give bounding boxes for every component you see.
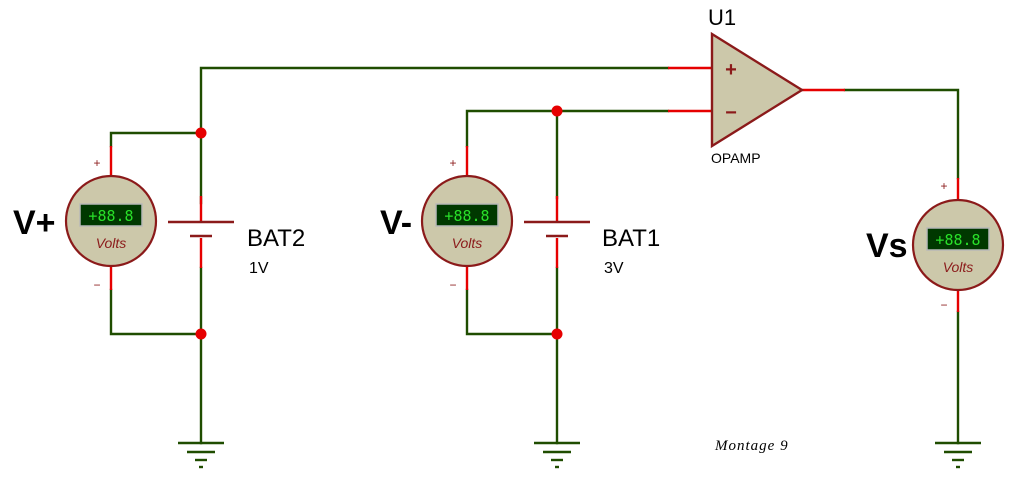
junctions [195, 105, 563, 340]
junction-dot [195, 127, 207, 139]
ground-symbol [534, 441, 580, 469]
ground-symbol [178, 441, 224, 469]
voltmeter-vminus[interactable]: +88.8 Volts + − V- [380, 146, 514, 292]
battery-ref-label: BAT1 [602, 225, 660, 252]
junction-dot [551, 328, 563, 340]
opamp-u1[interactable]: + − U1 OPAMP [668, 5, 845, 166]
voltmeter-reading: +88.8 [935, 231, 980, 249]
voltmeter-unit: Volts [943, 259, 974, 275]
battery-bat1[interactable]: BAT1 3V [524, 196, 660, 277]
opamp-minus-sign: − [725, 102, 737, 124]
wire-vminus-meter-bottom [465, 288, 559, 336]
voltmeter-plus-sign: + [93, 156, 100, 170]
voltmeter-vplus[interactable]: +88.8 Volts + − V+ [13, 146, 158, 292]
opamp-plus-sign: + [725, 59, 737, 81]
voltmeter-unit: Volts [452, 235, 483, 251]
wire-output [843, 88, 960, 180]
junction-dot [551, 105, 563, 117]
montage-caption: Montage 9 [714, 438, 789, 454]
voltmeter-plus-sign: + [449, 156, 456, 170]
wire-to-noninverting-input [199, 66, 670, 135]
wire-to-inverting-input [465, 109, 670, 148]
junction-dot [195, 328, 207, 340]
voltmeter-minus-sign: − [940, 298, 947, 312]
wire-vplus-meter-top [109, 131, 203, 148]
voltmeter-plus-sign: + [940, 179, 947, 193]
battery-ref-label: BAT2 [247, 225, 305, 252]
voltmeter-label: V- [380, 204, 412, 242]
wire-vplus-meter-bottom [109, 288, 203, 336]
voltmeter-lcd [926, 227, 990, 251]
voltmeter-unit: Volts [96, 235, 127, 251]
voltmeter-minus-sign: − [449, 278, 456, 292]
voltmeter-label: V+ [13, 204, 56, 242]
opamp-type-label: OPAMP [711, 150, 761, 166]
opamp-triangle [710, 31, 805, 149]
opamp-ref-label: U1 [708, 5, 736, 30]
voltmeter-vs[interactable]: +88.8 Volts + − Vs [866, 178, 1005, 312]
battery-bat2[interactable]: BAT2 1V [168, 196, 305, 277]
ground-symbol [935, 441, 981, 469]
voltmeter-reading: +88.8 [444, 207, 489, 225]
battery-value-label: 1V [249, 260, 269, 277]
wires [109, 66, 960, 445]
voltmeter-reading: +88.8 [88, 207, 133, 225]
voltmeter-label: Vs [866, 227, 908, 265]
battery-value-label: 3V [604, 260, 624, 277]
voltmeter-lcd [435, 203, 499, 227]
voltmeter-lcd [79, 203, 143, 227]
voltmeter-minus-sign: − [93, 278, 100, 292]
